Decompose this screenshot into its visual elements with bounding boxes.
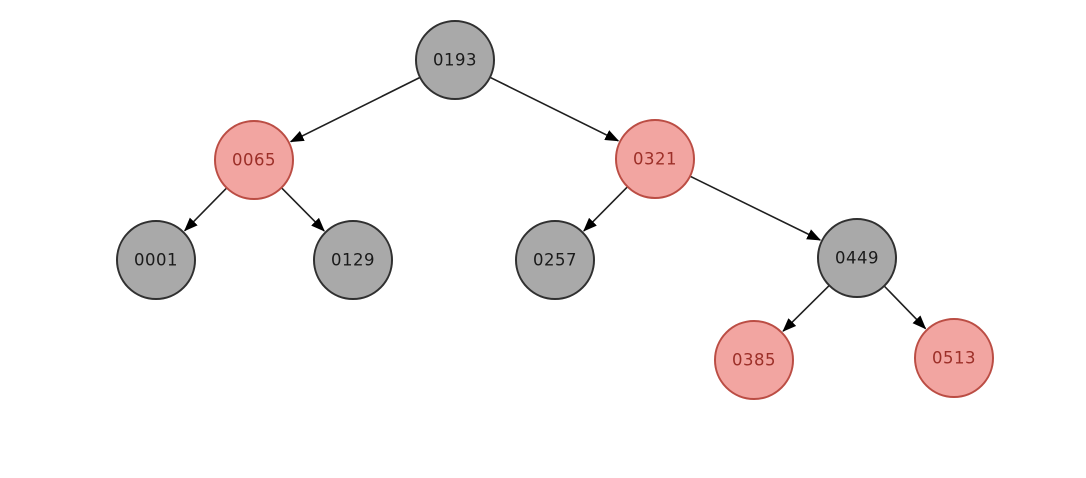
tree-edge-0065-to-0129 [280,187,325,232]
tree-edge-0449-to-0385 [782,284,830,332]
tree-edge-0449-to-0513 [883,285,927,330]
node-circle-0065 [214,120,294,200]
node-circle-0449 [817,218,897,298]
node-label: 0257 [533,251,577,270]
tree-edge-0321-to-0449 [689,175,822,241]
node-circle-0193 [415,20,495,100]
node-label: 0193 [433,51,477,70]
tree-node-0321: 0321 [615,119,695,199]
node-circle-0385 [714,320,794,400]
node-circle-0513 [914,318,994,398]
node-label: 0321 [633,150,677,169]
tree-edge-0321-to-0257 [583,186,629,232]
node-circle-0001 [116,220,196,300]
node-circle-0321 [615,119,695,199]
tree-node-0257: 0257 [515,220,595,300]
tree-node-0001: 0001 [116,220,196,300]
node-label: 0449 [835,249,879,268]
node-label: 0385 [732,351,776,370]
tree-node-0129: 0129 [313,220,393,300]
tree-edge-0193-to-0321 [489,76,620,142]
tree-edge-0065-to-0001 [183,187,228,232]
node-label: 0065 [232,151,276,170]
tree-edge-0193-to-0065 [289,76,421,143]
tree-node-0065: 0065 [214,120,294,200]
node-label: 0513 [932,349,976,368]
tree-node-0513: 0513 [914,318,994,398]
tree-node-0449: 0449 [817,218,897,298]
node-label: 0001 [134,251,178,270]
tree-node-0385: 0385 [714,320,794,400]
node-label: 0129 [331,251,375,270]
tree-node-0193: 0193 [415,20,495,100]
node-circle-0257 [515,220,595,300]
node-circle-0129 [313,220,393,300]
